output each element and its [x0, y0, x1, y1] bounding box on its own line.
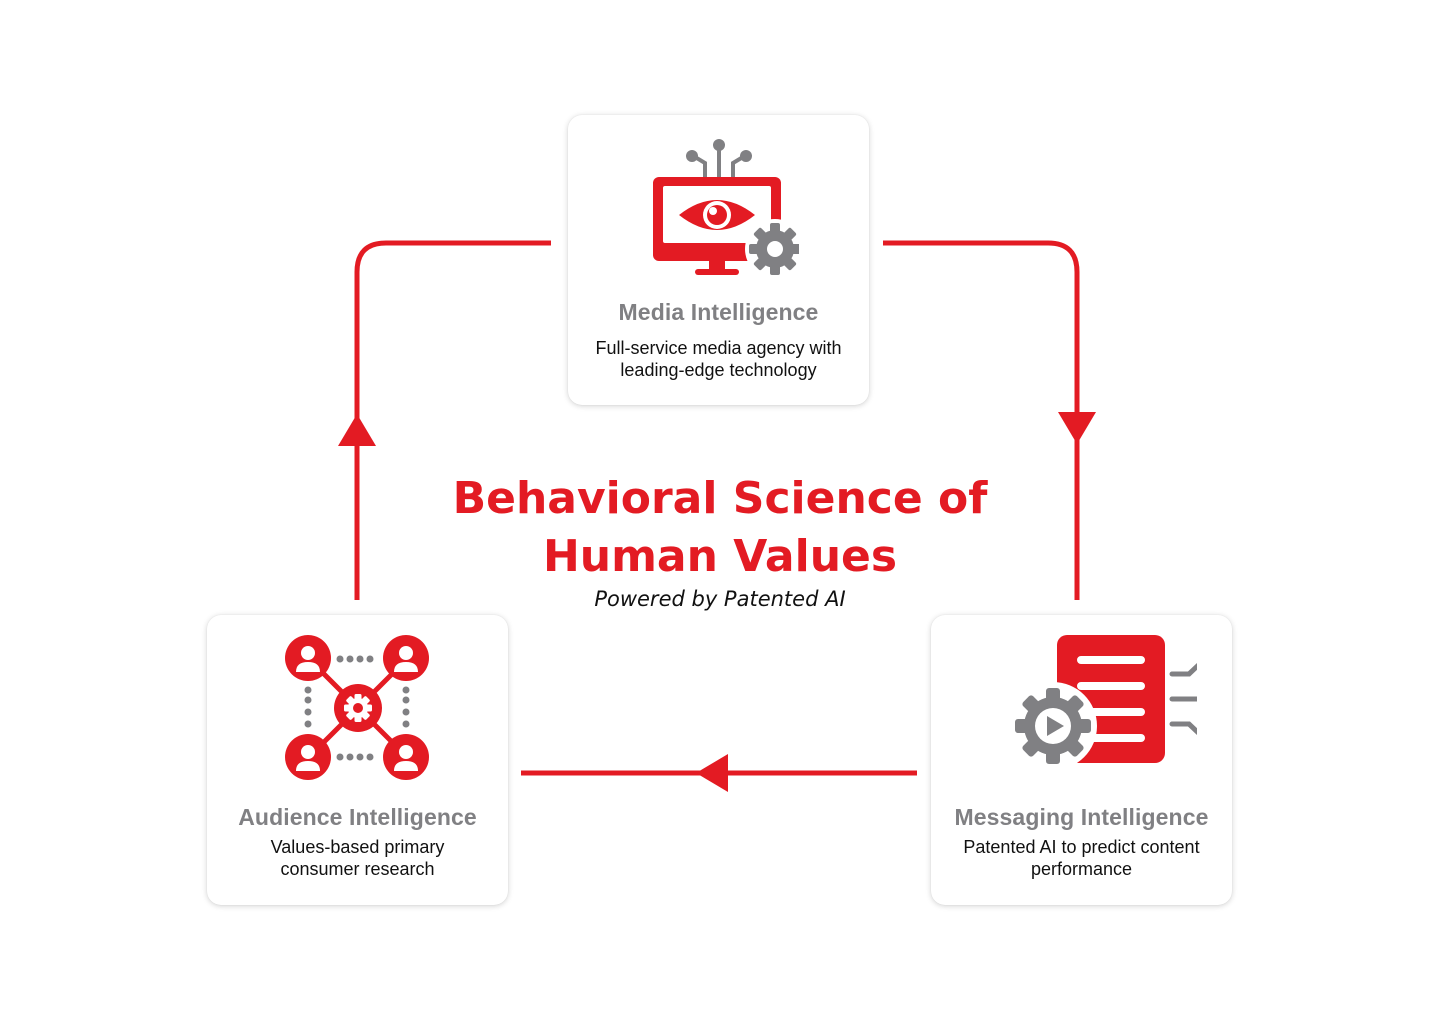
- subheading: Powered by Patented AI: [594, 587, 846, 611]
- card-title: Media Intelligence: [618, 299, 819, 325]
- card-title: Audience Intelligence: [238, 804, 477, 830]
- card-title: Messaging Intelligence: [954, 804, 1209, 830]
- description-line: leading-edge technology: [620, 360, 817, 380]
- main-heading: Behavioral Science of Human Values: [420, 470, 1020, 586]
- description-line: consumer research: [280, 859, 435, 879]
- arrow-audience-to-media: [354, 240, 551, 600]
- media-intelligence-card: Media Intelligence Full-service media ag…: [568, 115, 869, 405]
- document-play-gear-icon: [1008, 635, 1197, 770]
- arrow-media-to-messaging: [883, 240, 1080, 600]
- heading-line: Human Values: [542, 531, 898, 582]
- description-line: Patented AI to predict content: [963, 837, 1200, 857]
- description-line: Values-based primary: [270, 837, 445, 857]
- people-network-gear-icon: [284, 635, 429, 780]
- arrowhead-left: [696, 754, 728, 792]
- card-description: Values-based primary consumer research: [225, 836, 490, 880]
- audience-intelligence-card: Audience Intelligence Values-based prima…: [207, 615, 508, 905]
- description-line: Full-service media agency with: [595, 338, 842, 358]
- description-line: performance: [1030, 859, 1133, 879]
- arrowhead-up: [338, 414, 376, 446]
- messaging-intelligence-card: Messaging Intelligence Patented AI to pr…: [931, 615, 1232, 905]
- monitor-eye-gear-icon: [652, 139, 799, 279]
- card-description: Patented AI to predict content performan…: [949, 836, 1214, 880]
- arrowhead-down: [1058, 412, 1096, 444]
- card-description: Full-service media agency with leading-e…: [586, 337, 851, 381]
- heading-line: Behavioral Science of: [452, 473, 988, 524]
